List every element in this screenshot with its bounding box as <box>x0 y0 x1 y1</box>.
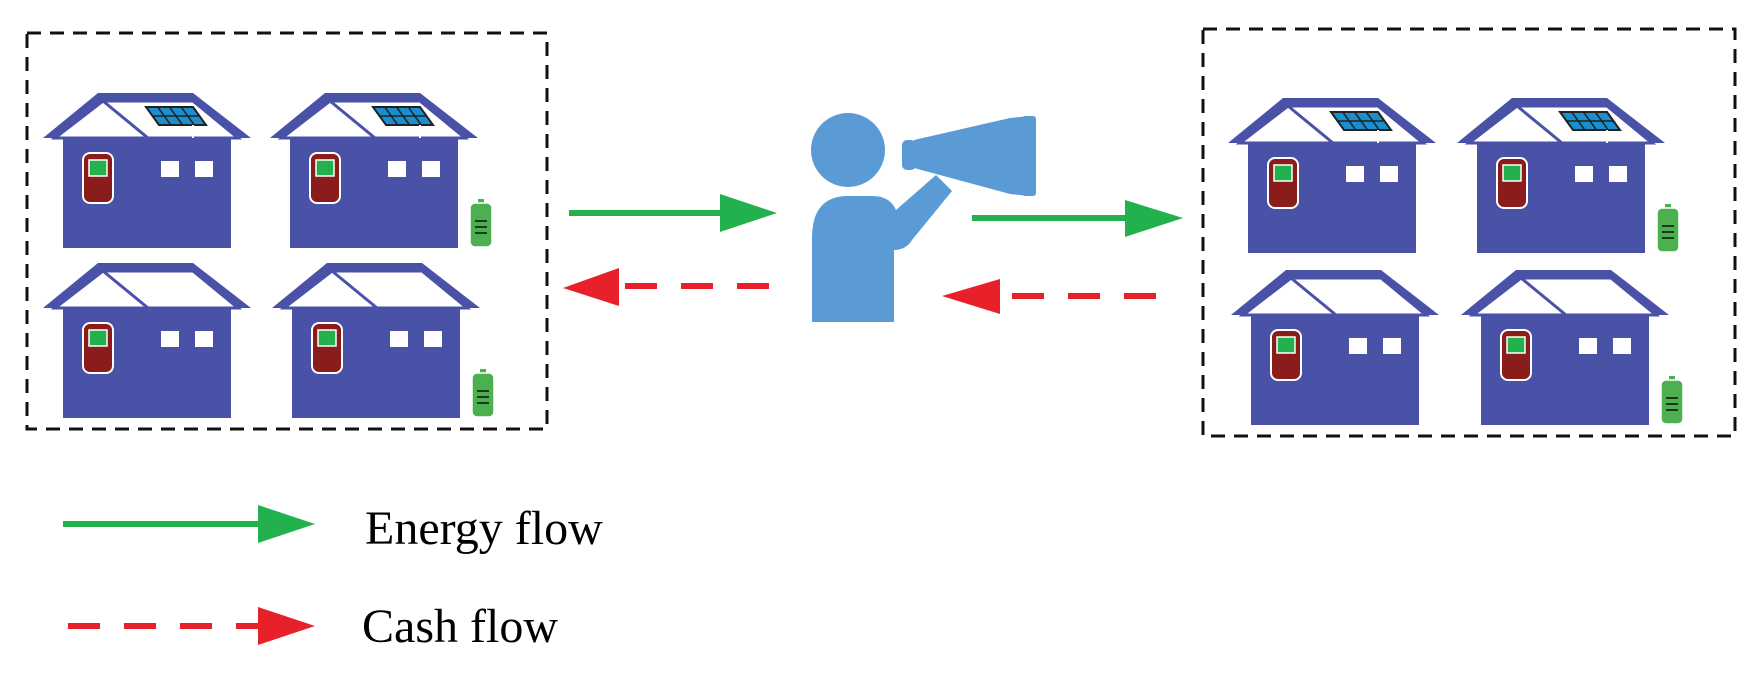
battery-icon <box>1649 376 1684 425</box>
smart-meter-icon <box>1267 157 1299 209</box>
solar-panel-icon <box>371 106 435 126</box>
person-with-megaphone-icon <box>811 113 1036 322</box>
solar-panel-icon <box>144 106 208 126</box>
house <box>1228 98 1436 253</box>
smart-meter-icon <box>82 152 114 204</box>
battery-icon <box>460 369 495 418</box>
solar-panel-icon <box>1558 111 1622 131</box>
right-group-box <box>1201 27 1737 438</box>
smart-meter-icon <box>1496 157 1528 209</box>
energy-arrow-left <box>569 194 777 232</box>
legend-cash-arrow <box>68 607 315 645</box>
legend-energy-label: Energy flow <box>365 502 603 555</box>
legend-energy-arrow <box>63 505 315 543</box>
house <box>270 93 493 248</box>
house <box>43 93 251 248</box>
smart-meter-icon <box>1500 329 1532 381</box>
battery-icon <box>1645 204 1680 253</box>
legend-cash-label: Cash flow <box>362 600 558 653</box>
smart-meter-icon <box>311 322 343 374</box>
smart-meter-icon <box>82 322 114 374</box>
house <box>1461 270 1684 425</box>
smart-meter-icon <box>309 152 341 204</box>
left-house-group <box>43 93 495 418</box>
left-group-box <box>25 31 549 431</box>
right-house-group <box>1228 98 1684 425</box>
battery-icon <box>458 199 493 248</box>
solar-panel-icon <box>1329 111 1393 131</box>
house <box>1231 270 1439 425</box>
house <box>272 263 495 418</box>
cash-arrow-right <box>942 279 1158 314</box>
energy-arrow-right <box>972 200 1183 237</box>
house <box>1457 98 1680 253</box>
smart-meter-icon <box>1270 329 1302 381</box>
house <box>43 263 251 418</box>
cash-arrow-left <box>563 268 782 306</box>
